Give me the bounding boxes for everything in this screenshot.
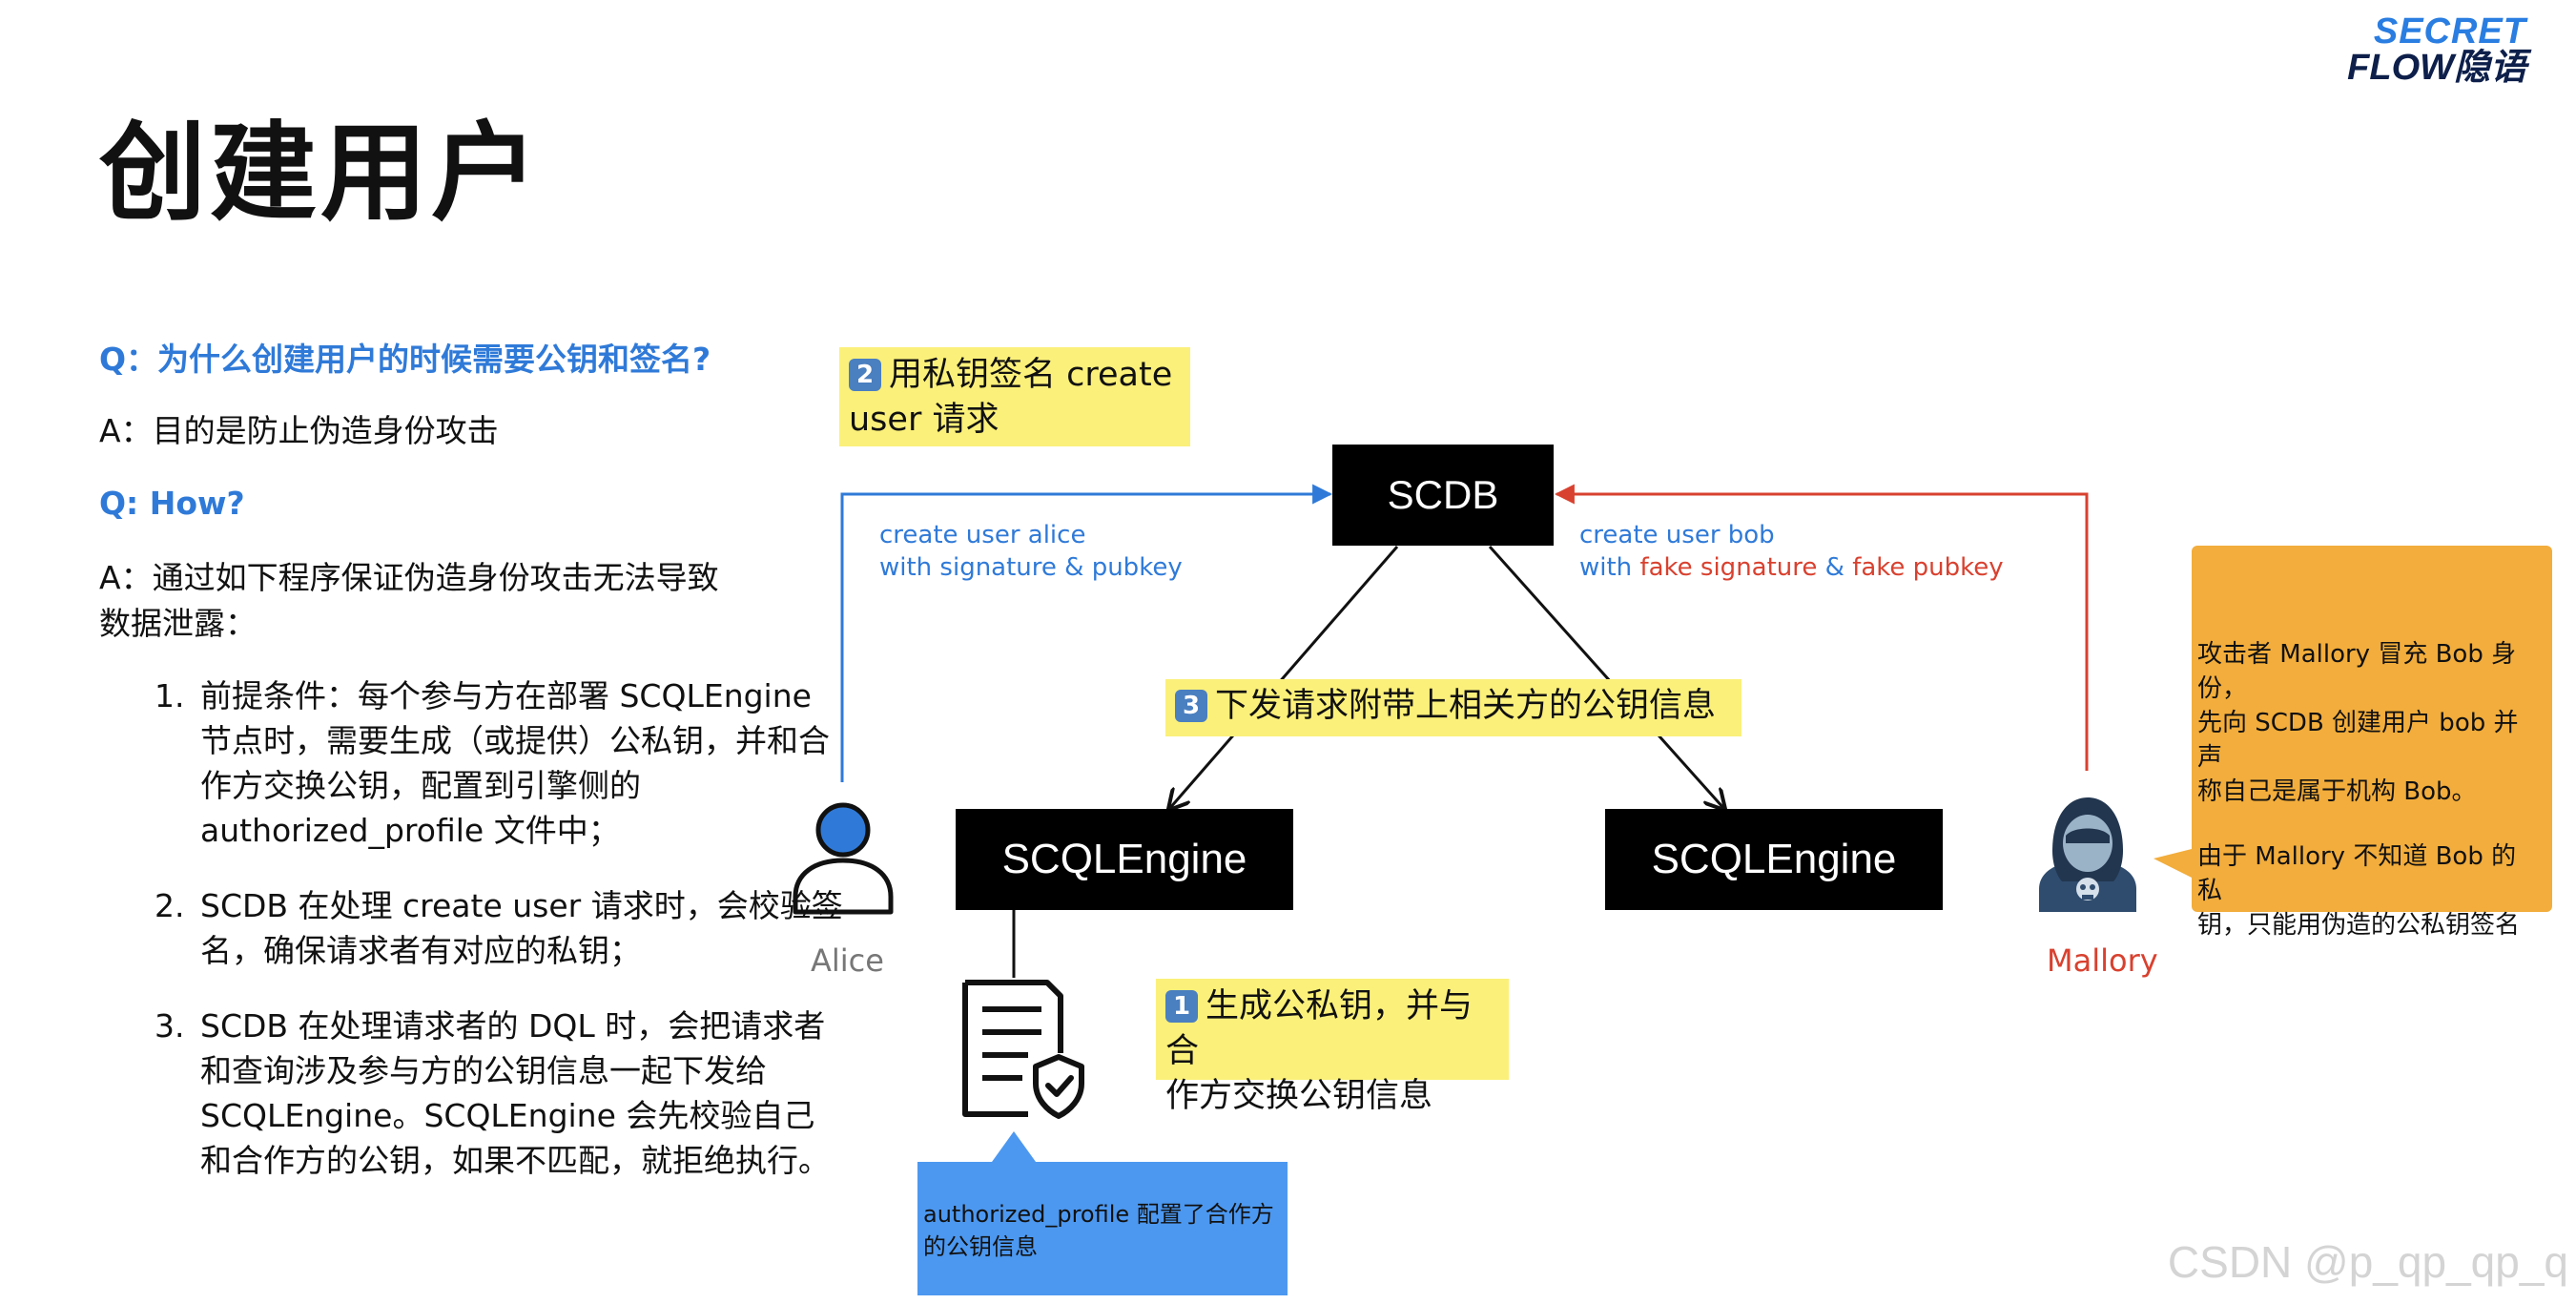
callout-line2: 先向 SCDB 创建用户 bob 并声: [2197, 709, 2519, 772]
question-1: Q：为什么创建用户的时候需要公钥和签名?: [99, 341, 711, 378]
mallory-label: Mallory: [2047, 942, 2158, 979]
callout-pointer: [2154, 849, 2192, 878]
scqlengine-left-node: SCQLEngine: [956, 809, 1293, 910]
alice-to-scdb-arrow: [840, 484, 1333, 782]
alice-request-line1: create user alice: [879, 521, 1086, 549]
alice-user-icon: [793, 802, 894, 915]
callout-line1: 攻击者 Mallory 冒充 Bob 身份，: [2197, 640, 2517, 703]
attack-callout: 攻击者 Mallory 冒充 Bob 身份， 先向 SCDB 创建用户 bob …: [2192, 546, 2552, 940]
answer-2-line1: A：通过如下程序保证伪造身份攻击无法导致: [99, 559, 719, 596]
bob-request-amp: &: [1817, 553, 1853, 582]
scdb-to-right-engine-arrow: [1488, 545, 1724, 809]
alice-label: Alice: [811, 942, 884, 979]
note-1-line1: 生成公私钥，并与合: [1165, 987, 1473, 1070]
answer-2-line2: 数据泄露：: [99, 605, 257, 642]
question-2: Q: How?: [99, 485, 245, 522]
callout-line4: 由于 Mallory 不知道 Bob 的私: [2197, 842, 2517, 905]
profile-document-icon: [962, 980, 1084, 1119]
bob-request-with: with: [1579, 553, 1640, 582]
csdn-watermark: CSDN @p_qp_qp_q: [2167, 1237, 2568, 1287]
scdb-to-left-engine-arrow: [1169, 546, 1399, 809]
secretflow-logo: SECRET FLOW隐语: [2347, 13, 2526, 86]
mallory-to-scdb-arrow: [1554, 484, 2089, 771]
logo-line1: SECRET: [2373, 11, 2526, 52]
note-2-line2: user 请求: [849, 401, 999, 439]
note-1-line2: 作方交换公钥信息: [1165, 1077, 1433, 1115]
alice-request-label: create user alice with signature & pubke…: [879, 519, 1183, 584]
alice-request-line2: with signature & pubkey: [879, 553, 1183, 582]
callout-line3: 称自己是属于机构 Bob。: [2197, 777, 2477, 806]
profile-box-pointer: [992, 1131, 1036, 1162]
hacker-icon: [2039, 797, 2136, 912]
step-item: 前提条件：每个参与方在部署 SCQLEngine 节点时，需要生成（或提供）公私…: [195, 673, 843, 853]
step-number-badge: 1: [1165, 990, 1198, 1023]
steps-list: 前提条件：每个参与方在部署 SCQLEngine 节点时，需要生成（或提供）公私…: [99, 673, 843, 1213]
answer-1: A：目的是防止伪造身份攻击: [99, 412, 499, 449]
profile-info-box: authorized_profile 配置了合作方 的公钥信息: [917, 1162, 1288, 1295]
step-item: SCDB 在处理 create user 请求时，会校验签名，确保请求者有对应的…: [195, 883, 843, 973]
step-item: SCDB 在处理请求者的 DQL 时，会把请求者和查询涉及参与方的公钥信息一起下…: [195, 1004, 843, 1183]
profile-box-line1: authorized_profile 配置了合作方: [923, 1201, 1274, 1228]
scdb-node: SCDB: [1332, 445, 1554, 546]
bob-request-line1: create user bob: [1579, 521, 1775, 549]
scqlengine-right-node: SCQLEngine: [1605, 809, 1943, 910]
step-number-badge: 3: [1175, 690, 1207, 722]
callout-line5: 钥，只能用伪造的公私钥签名: [2197, 911, 2521, 940]
profile-box-line2: 的公钥信息: [923, 1233, 1038, 1260]
logo-line2: FLOW隐语: [2347, 48, 2526, 88]
note-3-text: 下发请求附带上相关方的公钥信息: [1215, 687, 1717, 725]
note-2-line1: 用私钥签名 create: [889, 356, 1173, 394]
fake-signature-text: fake signature: [1639, 553, 1818, 582]
page-title: 创建用户: [99, 112, 542, 236]
step-number-badge: 2: [849, 359, 881, 391]
fake-pubkey-text: fake pubkey: [1852, 553, 2004, 582]
bob-request-label: create user bob with fake signature & fa…: [1579, 519, 2004, 584]
